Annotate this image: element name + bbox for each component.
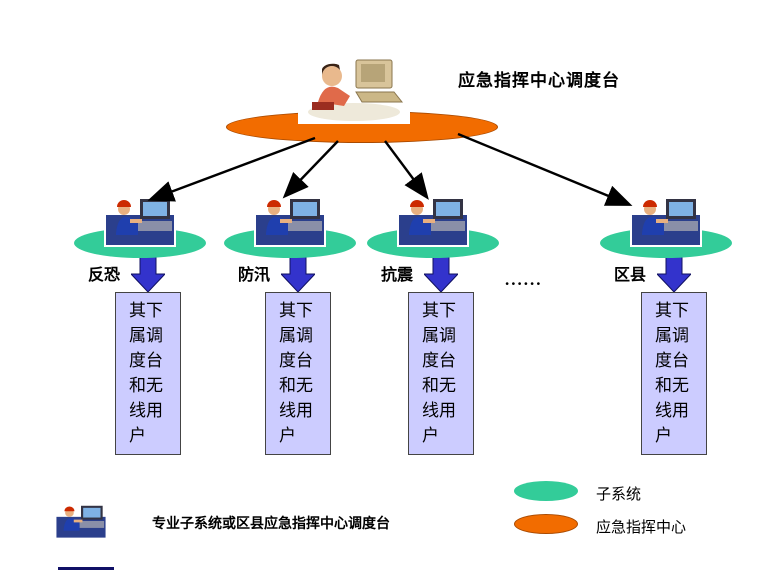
arrow-center-to-antiterror: [147, 136, 316, 202]
subsystem-node-antiterror: 反恐 其下属调度台和无线用户: [70, 195, 210, 461]
operator-console-image: [254, 195, 326, 247]
subordinate-box: 其下属调度台和无线用户: [408, 292, 474, 455]
legend-center-label: 应急指挥中心: [596, 520, 687, 536]
subordinate-box: 其下属调度台和无线用户: [641, 292, 707, 455]
subordinate-box: 其下属调度台和无线用户: [265, 292, 331, 455]
legend-center-ellipse: [514, 514, 578, 534]
diagram-title: 应急指挥中心调度台: [458, 71, 620, 90]
legend-subsystem-ellipse: [514, 481, 578, 501]
subsystem-label: 抗震: [381, 267, 414, 284]
dispatcher-at-computer-image: [298, 50, 410, 124]
subordinate-box: 其下属调度台和无线用户: [115, 292, 181, 455]
subsystem-label: 防汛: [238, 267, 271, 284]
subsystem-node-flood: 防汛 其下属调度台和无线用户: [220, 195, 360, 461]
legend-operator-console-image: [55, 503, 107, 539]
subsystem-label: 反恐: [88, 267, 121, 284]
operator-console-image: [104, 195, 176, 247]
legend-operator-label: 专业子系统或区县应急指挥中心调度台: [152, 517, 390, 532]
more-subsystems-ellipsis: ......: [505, 270, 543, 289]
legend-subsystem-label: 子系统: [596, 487, 642, 503]
operator-console-image: [630, 195, 702, 247]
subsystem-node-quake: 抗震 其下属调度台和无线用户: [363, 195, 503, 461]
subsystem-label: 区县: [614, 267, 647, 284]
arrow-center-to-flood: [282, 140, 339, 199]
arrow-center-to-district: [457, 132, 633, 206]
operator-console-image: [397, 195, 469, 247]
arrow-center-to-quake: [384, 140, 429, 200]
subsystem-node-district: 区县 其下属调度台和无线用户: [596, 195, 736, 461]
decorative-line: [58, 567, 114, 570]
